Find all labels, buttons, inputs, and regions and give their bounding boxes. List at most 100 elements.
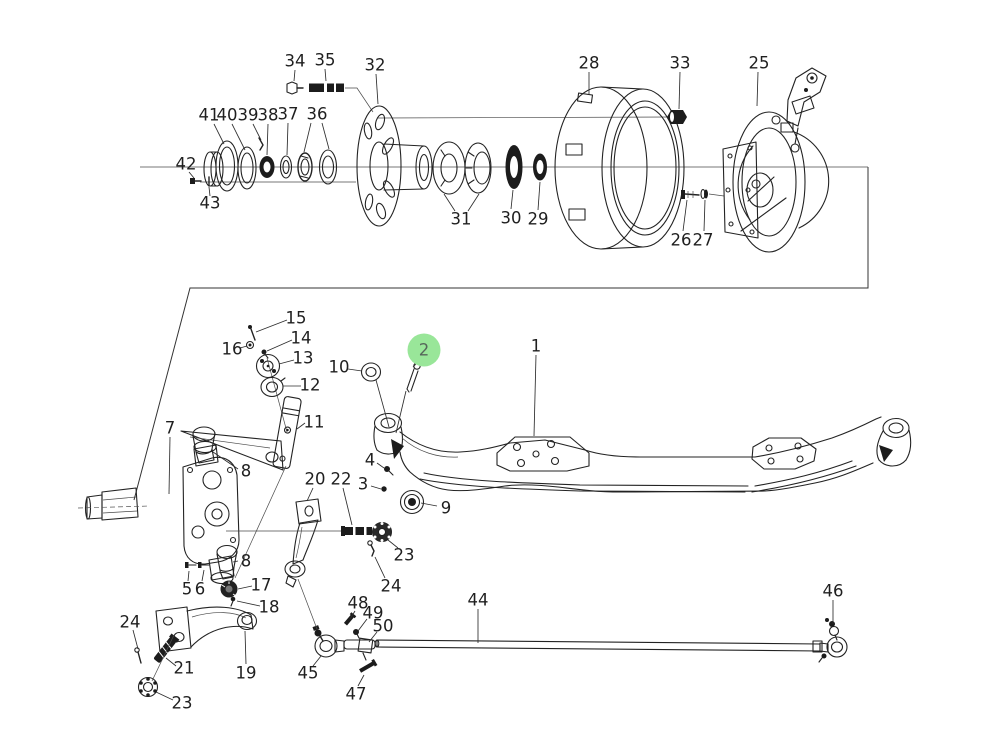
callout-9[interactable]: 9: [420, 499, 451, 518]
callout-25[interactable]: 25: [749, 54, 770, 107]
callout-22[interactable]: 22: [331, 470, 353, 526]
callout-13[interactable]: 13: [278, 349, 314, 368]
callout-43[interactable]: 43: [200, 186, 221, 213]
callout-8-upper[interactable]: 8: [212, 451, 251, 481]
callout-number: 25: [749, 54, 770, 73]
callout-number: 22: [331, 470, 352, 489]
callout-21[interactable]: 21: [165, 657, 195, 678]
callout-35[interactable]: 35: [315, 51, 336, 82]
leader-line: [368, 631, 378, 643]
callout-number: 49: [363, 604, 384, 623]
callout-50[interactable]: 50: [368, 617, 394, 643]
tie-rod-end-45: [312, 625, 376, 658]
callout-number: 8: [241, 552, 252, 571]
callout-17[interactable]: 17: [237, 576, 272, 595]
leader-line: [231, 123, 246, 151]
leader-line: [306, 487, 314, 502]
callout-1[interactable]: 1: [531, 337, 542, 437]
kingpin-11: [272, 396, 302, 469]
leader-line: [321, 122, 330, 150]
callout-40[interactable]: 40: [217, 106, 246, 151]
leader-line: [168, 436, 171, 495]
callout-number: 30: [501, 209, 522, 228]
callout-number: 24: [120, 613, 141, 632]
callout-49[interactable]: 49: [357, 604, 384, 632]
callout-11[interactable]: 11: [296, 413, 325, 432]
leader-line: [387, 539, 399, 549]
callout-6[interactable]: 6: [195, 569, 206, 599]
callout-38[interactable]: 38: [258, 106, 279, 156]
callout-14[interactable]: 14: [266, 329, 312, 352]
callout-30[interactable]: 30: [501, 189, 522, 228]
ball-stud-axis-line: [297, 578, 318, 630]
callout-37[interactable]: 37: [278, 105, 299, 156]
callout-20[interactable]: 20: [305, 470, 326, 502]
leader-line: [266, 123, 269, 156]
callout-number: 35: [315, 51, 336, 70]
callout-15[interactable]: 15: [255, 309, 307, 333]
washer-12: [260, 376, 286, 398]
kingpin-bearing-8-lower: [216, 544, 238, 580]
callout-39[interactable]: 39: [238, 106, 262, 141]
callout-number: 39: [238, 106, 259, 125]
callout-number: 2: [419, 341, 430, 360]
kingpin-bearing-8-upper: [192, 426, 216, 464]
callout-23-left[interactable]: 23: [155, 691, 193, 713]
callout-32[interactable]: 32: [365, 56, 386, 105]
callout-31[interactable]: 31: [443, 193, 480, 229]
callout-45[interactable]: 45: [298, 655, 322, 683]
leader-line: [244, 630, 247, 665]
callout-number: 6: [195, 580, 206, 599]
callout-41[interactable]: 41: [199, 106, 225, 145]
callout-26[interactable]: 26: [671, 199, 692, 250]
leader-line: [208, 186, 211, 197]
callout-10[interactable]: 10: [329, 358, 390, 428]
callout-12[interactable]: 12: [283, 376, 321, 395]
callout-23-mid[interactable]: 23: [387, 539, 415, 565]
callout-3[interactable]: 3: [358, 475, 382, 494]
callout-44[interactable]: 44: [468, 591, 489, 644]
callout-7[interactable]: 7: [165, 419, 176, 495]
leader-line: [443, 193, 456, 212]
callout-46[interactable]: 46: [823, 582, 844, 625]
callout-24-left[interactable]: 24: [120, 613, 141, 650]
leader-line: [278, 359, 295, 365]
tie-rod-arm-20: [284, 498, 322, 588]
callout-number: 42: [176, 155, 197, 174]
callout-29[interactable]: 29: [528, 181, 549, 229]
leader-line: [467, 193, 480, 212]
steering-knuckle-7: [77, 440, 240, 585]
callout-18[interactable]: 18: [236, 598, 280, 617]
callout-5[interactable]: 5: [182, 570, 193, 599]
thrust-washer-9: [399, 489, 425, 515]
callout-48[interactable]: 48: [348, 594, 369, 620]
leader-line: [293, 69, 296, 82]
callout-19[interactable]: 19: [236, 630, 257, 683]
callout-number: 3: [358, 475, 369, 494]
leader-line: [756, 71, 759, 107]
leader-line: [266, 339, 293, 352]
callout-24-mid[interactable]: 24: [374, 556, 402, 596]
hub-cap-bolt-42: [190, 178, 202, 184]
clip-39: [258, 137, 264, 151]
callout-2[interactable]: 2: [395, 333, 441, 434]
leader-line: [678, 71, 681, 110]
callout-34[interactable]: 34: [285, 52, 306, 82]
callout-8-lower[interactable]: 8: [232, 552, 252, 571]
callout-4[interactable]: 4: [365, 451, 385, 470]
ring-29: [533, 153, 547, 181]
callout-16[interactable]: 16: [222, 340, 248, 359]
leader-line: [252, 123, 262, 141]
leader-line: [188, 171, 195, 179]
bearing-31: [432, 141, 492, 195]
callout-27[interactable]: 27: [693, 199, 714, 250]
callout-36[interactable]: 36: [303, 105, 330, 153]
callout-33[interactable]: 33: [670, 54, 691, 110]
callout-42[interactable]: 42: [176, 155, 197, 179]
callout-47[interactable]: 47: [346, 674, 367, 704]
callout-28[interactable]: 28: [579, 54, 600, 95]
callout-number: 20: [305, 470, 326, 489]
leader-line: [357, 618, 368, 632]
leader-line: [375, 379, 390, 428]
